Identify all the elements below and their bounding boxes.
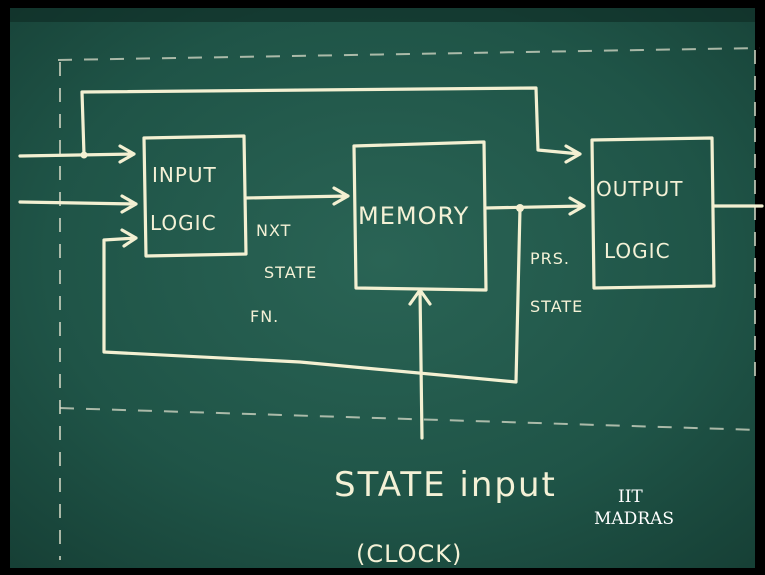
memory-label: MEMORY	[358, 202, 469, 230]
input-logic-label-line1: INPUT	[152, 163, 217, 187]
input-logic-label-line2: LOGIC	[150, 211, 217, 235]
watermark-line2: MADRAS	[594, 509, 674, 529]
output-logic-label-line1: OUTPUT	[596, 177, 684, 201]
clock-label: (CLOCK)	[356, 540, 462, 568]
next-state-label-line1: NXT	[256, 221, 291, 240]
present-state-label-line2: STATE	[530, 297, 583, 316]
output-logic-label-line2: LOGIC	[604, 239, 671, 263]
watermark-line1: IIT	[618, 487, 643, 507]
next-state-label-line2: STATE	[264, 263, 317, 282]
next-state-label-line3: FN.	[250, 307, 279, 326]
top-edge-shadow	[10, 8, 755, 22]
present-state-label-line1: PRS.	[530, 249, 570, 268]
state-input-label: STATE input	[334, 465, 557, 505]
